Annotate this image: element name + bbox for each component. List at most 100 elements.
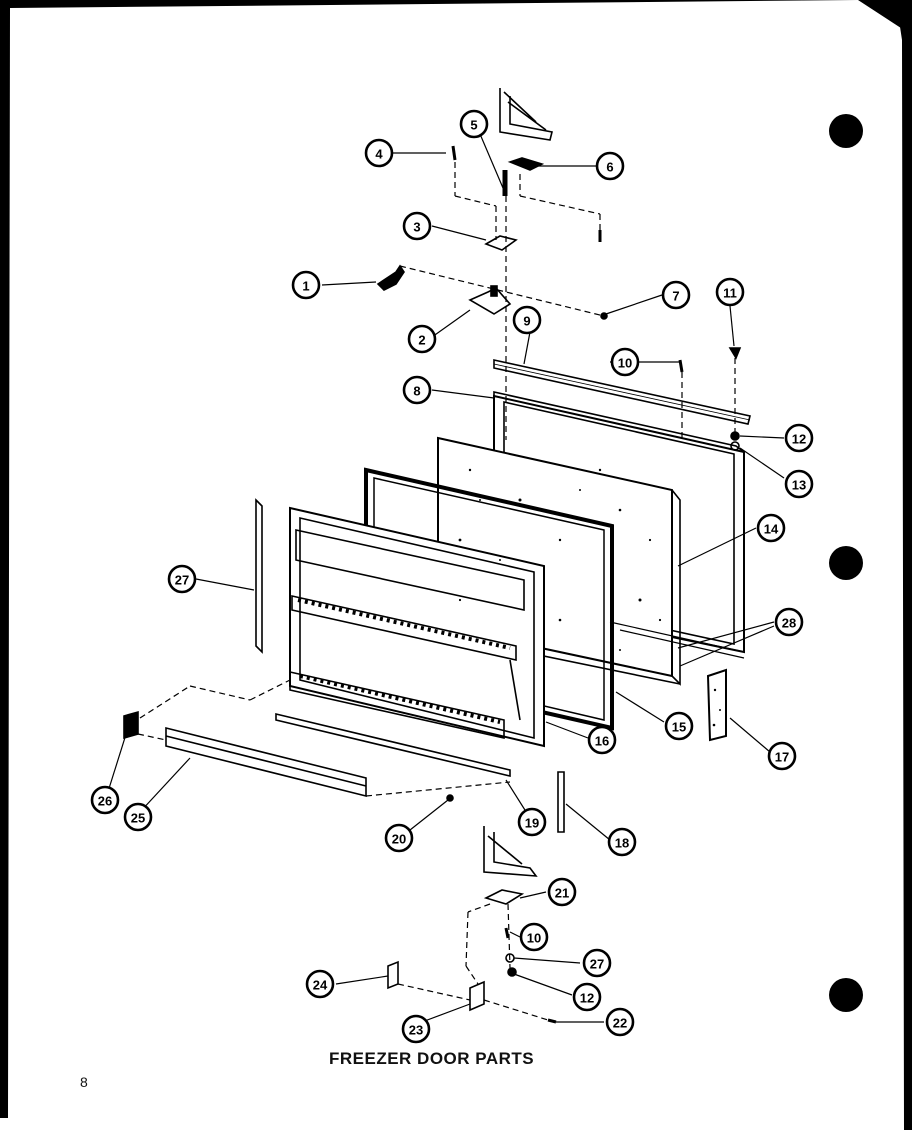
callout-28: 28 — [774, 607, 804, 637]
callout-circle — [517, 807, 547, 837]
callout-circle — [661, 280, 691, 310]
callout-number: 16 — [595, 734, 609, 749]
callout-18: 18 — [607, 827, 637, 857]
callout-circle — [123, 802, 153, 832]
callout-number: 22 — [613, 1016, 627, 1031]
bottom-hinge-bracket — [469, 980, 485, 1012]
callout-24: 24 — [305, 969, 335, 999]
callout-circle — [572, 982, 602, 1012]
callout-circle — [519, 922, 549, 952]
lower-cabinet-bracket — [483, 826, 538, 877]
callout-6: 6 — [595, 151, 625, 181]
callout-number: 3 — [413, 220, 420, 235]
callout-7: 7 — [661, 280, 691, 310]
callout-number: 10 — [527, 931, 541, 946]
callout-circle — [459, 109, 489, 139]
callout-number: 11 — [723, 286, 737, 301]
callout-23: 23 — [401, 1014, 431, 1044]
callout-circle — [774, 607, 804, 637]
small-trim-strip — [557, 771, 565, 833]
binder-hole — [829, 978, 863, 1012]
bottom-hinge-plate — [483, 889, 525, 905]
callout-number: 28 — [782, 616, 796, 631]
assembly-lines — [137, 162, 736, 1021]
callout-number: 27 — [175, 573, 189, 588]
callout-21: 21 — [547, 877, 577, 907]
callout-8: 8 — [402, 375, 432, 405]
callout-circle — [167, 564, 197, 594]
callout-number: 5 — [470, 118, 477, 133]
callout-number: 23 — [409, 1023, 423, 1038]
callout-number: 6 — [606, 160, 613, 175]
foam-speckle — [458, 468, 721, 727]
callout-number: 12 — [792, 432, 806, 447]
callout-circle — [512, 305, 542, 335]
callout-number: 26 — [98, 794, 112, 809]
callout-circle — [605, 1007, 635, 1037]
callout-12: 12 — [784, 423, 814, 453]
callout-circle — [401, 1014, 431, 1044]
callout-5: 5 — [459, 109, 489, 139]
callout-27: 27 — [582, 948, 612, 978]
callout-22: 22 — [605, 1007, 635, 1037]
callout-1: 1 — [291, 270, 321, 300]
callout-number: 9 — [523, 314, 530, 329]
callout-26: 26 — [90, 785, 120, 815]
callout-circle — [784, 423, 814, 453]
callout-number: 24 — [313, 978, 328, 993]
callout-20: 20 — [384, 823, 414, 853]
callout-13: 13 — [784, 469, 814, 499]
callout-number: 8 — [413, 384, 420, 399]
callout-number: 4 — [375, 147, 383, 162]
callout-circle — [784, 469, 814, 499]
callout-circle — [582, 948, 612, 978]
callout-17: 17 — [767, 741, 797, 771]
callout-number: 12 — [580, 991, 594, 1006]
binder-hole — [829, 546, 863, 580]
callout-circle — [364, 138, 394, 168]
callout-10: 10 — [610, 347, 640, 377]
callout-2: 2 — [407, 324, 437, 354]
callout-number: 17 — [775, 750, 789, 765]
callout-number: 25 — [131, 811, 145, 826]
callout-circle — [607, 827, 637, 857]
callout-16: 16 — [587, 725, 617, 755]
upper-cabinet-bracket — [499, 88, 553, 141]
top-hinge-plate — [507, 157, 545, 171]
callout-3: 3 — [402, 211, 432, 241]
callout-10: 10 — [519, 922, 549, 952]
callout-15: 15 — [664, 711, 694, 741]
hinge-bracket — [484, 235, 518, 251]
callout-9: 9 — [512, 305, 542, 335]
callout-25: 25 — [123, 802, 153, 832]
callout-14: 14 — [756, 513, 786, 543]
callout-number: 2 — [418, 333, 425, 348]
callout-number: 14 — [764, 522, 779, 537]
callout-number: 1 — [302, 279, 309, 294]
binder-hole — [829, 114, 863, 148]
callout-number: 15 — [672, 720, 686, 735]
door-top-channel — [493, 359, 751, 425]
callout-12: 12 — [572, 982, 602, 1012]
lower-breaker-strip — [275, 712, 511, 778]
callout-circle — [291, 270, 321, 300]
callout-circle — [547, 877, 577, 907]
callout-number: 13 — [792, 478, 806, 493]
callout-circle — [595, 151, 625, 181]
paper-edge-right — [896, 0, 912, 1130]
callout-27: 27 — [167, 564, 197, 594]
diagram-caption: FREEZER DOOR PARTS — [329, 1049, 535, 1068]
callout-circle — [407, 324, 437, 354]
callout-number: 20 — [392, 832, 406, 847]
callout-circle — [587, 725, 617, 755]
callout-number: 7 — [672, 289, 679, 304]
hinge-pin-bracket — [468, 287, 512, 315]
callout-circle — [305, 969, 335, 999]
callout-circle — [664, 711, 694, 741]
callout-circle — [767, 741, 797, 771]
callout-11: 11 — [715, 277, 745, 307]
callout-circle — [90, 785, 120, 815]
callout-circle — [756, 513, 786, 543]
callout-number: 10 — [618, 356, 632, 371]
